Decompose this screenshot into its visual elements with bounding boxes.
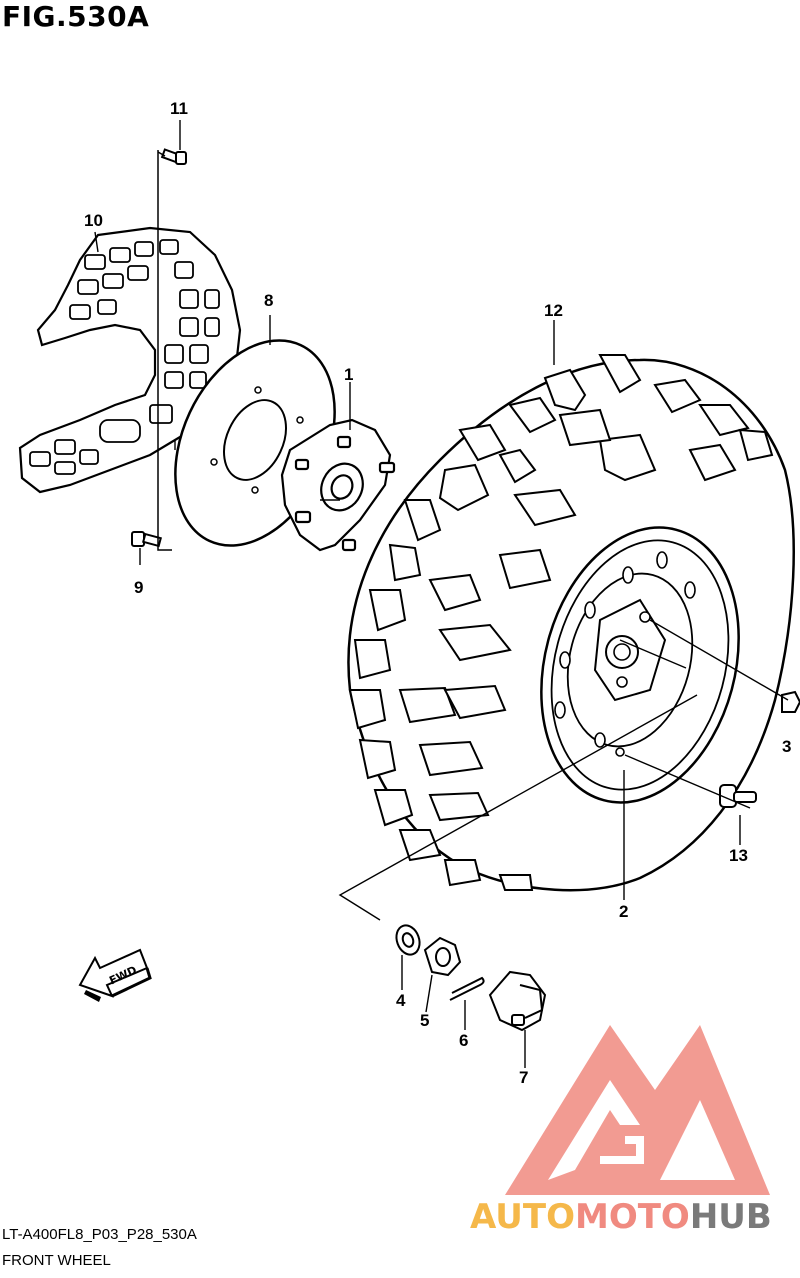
washer-part-4 bbox=[395, 924, 421, 956]
callout-10: 10 bbox=[84, 211, 103, 230]
callout-8: 8 bbox=[264, 291, 273, 310]
callout-13: 13 bbox=[729, 846, 748, 865]
figure-title: FIG.530A bbox=[2, 0, 150, 33]
figure-subtitle: FRONT WHEEL bbox=[2, 1252, 111, 1269]
watermark-text: AUTOMOTOHUB bbox=[470, 1197, 772, 1237]
watermark-auto: AUTO bbox=[470, 1197, 575, 1237]
watermark-moto: MOTO bbox=[575, 1197, 690, 1237]
callout-7: 7 bbox=[519, 1068, 528, 1087]
hub-cap-part-7 bbox=[488, 970, 547, 1032]
callout-1: 1 bbox=[344, 365, 353, 384]
cotter-pin-part-6 bbox=[449, 976, 485, 1001]
callout-4: 4 bbox=[396, 991, 406, 1010]
callout-3: 3 bbox=[782, 737, 791, 756]
castle-nut-part-5 bbox=[423, 936, 462, 977]
wheel-hub-part-1 bbox=[280, 418, 396, 552]
fwd-arrow-icon: FWD bbox=[78, 948, 152, 1002]
watermark-logo-icon bbox=[505, 1025, 770, 1195]
callout-2: 2 bbox=[619, 902, 628, 921]
callout-9: 9 bbox=[134, 578, 143, 597]
model-code: LT-A400FL8_P03_P28_530A bbox=[2, 1226, 197, 1243]
callout-5: 5 bbox=[420, 1011, 429, 1030]
bolt-part-11 bbox=[160, 148, 187, 165]
bolt-part-9 bbox=[131, 531, 162, 548]
callout-6: 6 bbox=[459, 1031, 468, 1050]
valve-part-13 bbox=[719, 784, 757, 808]
watermark-hub: HUB bbox=[690, 1197, 772, 1237]
nut-part-3 bbox=[781, 690, 800, 713]
callout-11: 11 bbox=[170, 99, 188, 118]
callout-12: 12 bbox=[544, 301, 563, 320]
tire-part-12 bbox=[347, 354, 795, 892]
